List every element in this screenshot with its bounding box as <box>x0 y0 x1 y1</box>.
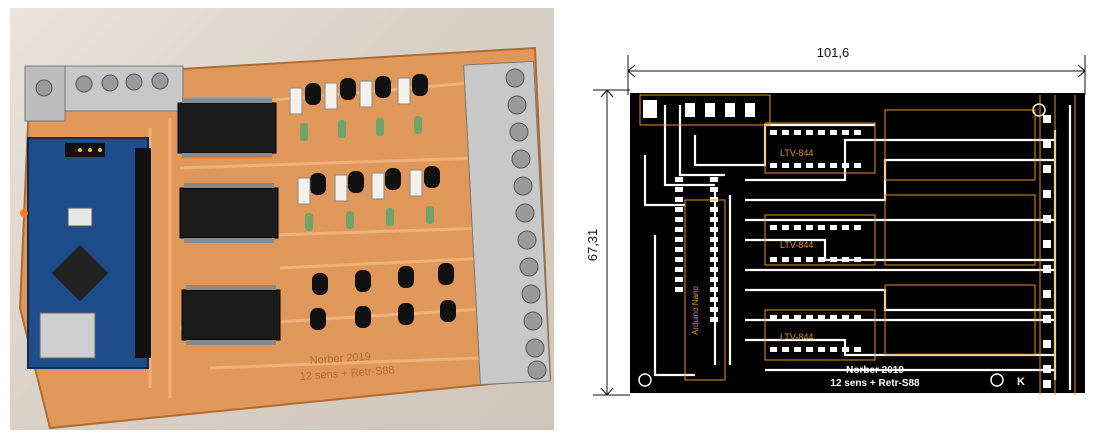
board-title: Norber 2019 <box>846 365 904 376</box>
board-photo: Norber 2019 12 sens + Retr-S88 <box>10 8 554 430</box>
pcb-layout-drawing: 101,6 67,31 <box>585 35 1100 430</box>
height-label: 67,31 <box>585 229 600 262</box>
chip-label-1: LTV-844 <box>780 148 813 158</box>
corner-letter: K <box>1017 376 1025 388</box>
right-terminal-block <box>463 60 551 386</box>
dimension-lines <box>593 55 1086 396</box>
arduino-nano <box>20 137 151 369</box>
chip-label-3: LTV-844 <box>780 332 813 342</box>
arduino-nano-label: Arduino Nano <box>691 286 700 335</box>
chip-label-2: LTV-844 <box>780 240 813 250</box>
photo-board-text: Norber 2019 <box>309 351 371 367</box>
pcb-board <box>630 93 1085 393</box>
top-terminal-block <box>24 65 184 122</box>
board-subtitle: 12 sens + Retr-S88 <box>830 378 920 389</box>
width-label: 101,6 <box>817 45 850 60</box>
